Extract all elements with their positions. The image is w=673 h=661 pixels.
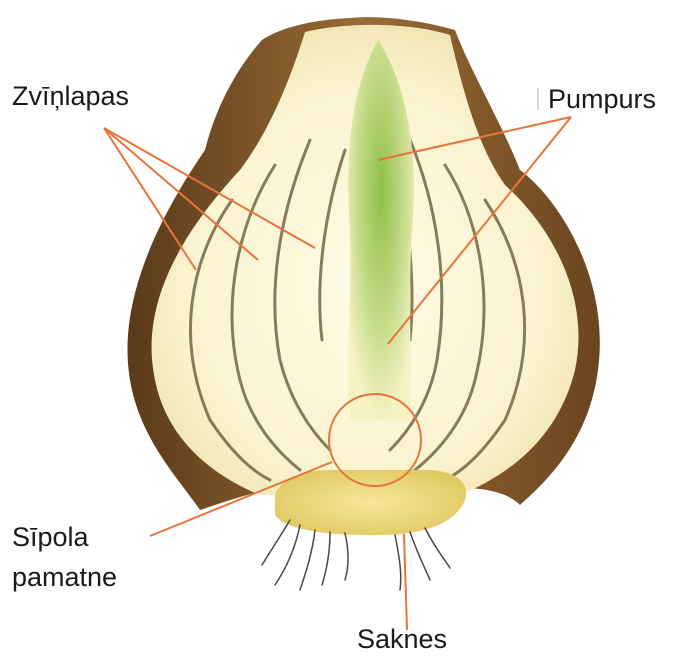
basal-plate	[275, 470, 466, 535]
label-roots: Saknes	[357, 623, 447, 655]
label-basal-plate-line2: pamatne	[12, 561, 117, 593]
label-tick-mark	[537, 88, 539, 110]
label-bud: Pumpurs	[548, 83, 656, 115]
leader-roots	[404, 534, 407, 630]
label-scales: Zvīņlapas	[12, 80, 129, 112]
label-basal-plate-line1: Sīpola	[12, 521, 89, 553]
